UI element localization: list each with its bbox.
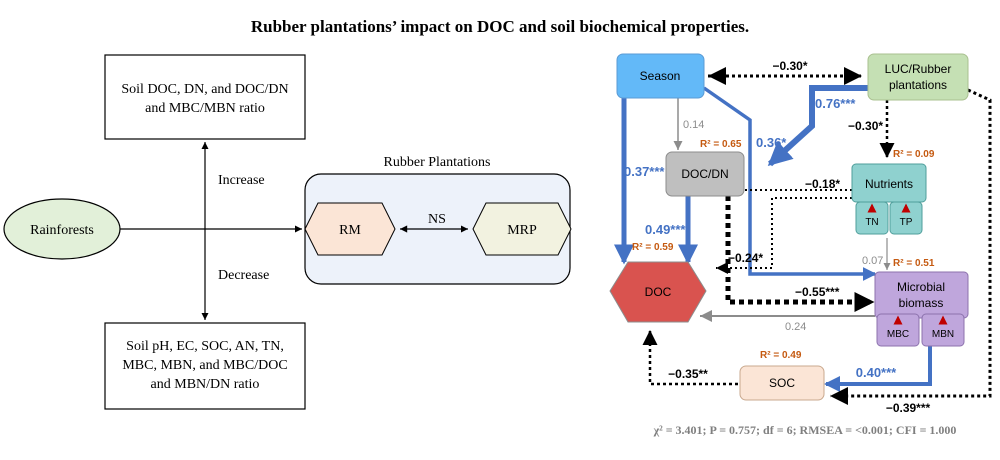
mbn-label: MBN [932,329,954,340]
coef-soc-doc: −0.35** [668,367,708,381]
rm-label: RM [339,223,361,238]
increase-box-line-2: and MBC/MBN ratio [145,101,265,116]
path-nutrients-doc [716,197,852,274]
conceptual-panel: Soil DOC, DN, and DOC/DN and MBC/MBN rat… [3,54,572,410]
decrease-box-line-2: MBC, MBN, and MBC/DOC [122,358,287,373]
coef-season-microbial: 0.36* [756,135,787,150]
microbial-label-line-1: Microbial [897,280,945,294]
microbial-label-line-2: biomass [899,296,944,310]
luc-label-line-2: plantations [889,78,947,92]
ns-label: NS [428,212,446,227]
coef-microbial-soc: 0.40*** [856,365,897,380]
coef-docdn-doc: 0.49*** [645,222,686,237]
luc-node [867,53,969,101]
coef-luc-nutrients: −0.30* [848,119,883,133]
decrease-box [104,322,306,410]
season-label: Season [640,69,681,83]
docdn-node [665,151,745,197]
coef-season-luc: −0.30* [772,59,807,73]
coef-luc-soc: −0.39*** [886,401,931,415]
doc-node [609,261,707,323]
docdn-label: DOC/DN [681,167,728,181]
r2-doc-dn: R² = 0.65 [700,139,742,150]
tn-label: TN [865,217,878,228]
coef-nutrients-docdn: −0.18* [805,177,840,191]
coef-season-doc: 0.37*** [624,164,665,179]
tp-label: TP [900,217,913,228]
decrease-box-line-3: and MBN/DN ratio [151,377,260,392]
rm-hexagon [304,202,396,256]
figure-title: Rubber plantations’ impact on DOC and so… [251,17,749,36]
coef-microbial-doc: 0.24 [785,321,806,333]
soc-node [739,365,825,401]
doc-label: DOC [645,285,672,299]
nutrients-node [851,163,927,203]
r2-microbial: R² = 0.51 [893,258,935,269]
path-season-microbial [703,86,877,281]
r2-nutrients: R² = 0.09 [893,149,935,160]
mbn-subnode [921,313,965,347]
microbial-node [874,271,969,319]
season-node [616,53,705,99]
decrease-box-line-1: Soil pH, EC, SOC, AN, TN, [126,339,284,354]
r2-soc: R² = 0.49 [760,350,802,361]
soc-label: SOC [769,376,795,390]
increase-label: Increase [218,173,265,188]
tp-subnode [889,201,923,235]
coef-season-docdn: 0.14 [683,119,704,131]
nutrients-label: Nutrients [865,177,913,191]
sem-panel: −0.30* 0.76*** −0.30* 0.14 0.36* 0.37***… [609,53,992,437]
coef-docdn-microbial: −0.55*** [795,285,840,299]
increase-box [104,54,306,140]
rubber-plantations-label: Rubber Plantations [384,155,491,170]
coef-luc-docdn: 0.76*** [815,96,856,111]
mrp-hexagon [472,202,572,256]
tn-subnode [855,201,889,235]
mbc-label: MBC [887,329,909,340]
path-microbial-soc [824,346,932,392]
increase-box-line-1: Soil DOC, DN, and DOC/DN [121,82,288,97]
rainforests-label: Rainforests [30,223,94,238]
r2-doc: R² = 0.59 [632,242,674,253]
mbc-subnode [876,313,920,347]
decrease-label: Decrease [218,268,269,283]
path-docdn-microbial [725,196,875,312]
luc-label-line-1: LUC/Rubber [885,62,952,76]
coef-nutrients-microbial: 0.07 [862,255,883,267]
path-luc-docdn [767,85,868,167]
model-fit-statistics: χ² = 3.401; P = 0.757; df = 6; RMSEA = <… [653,423,957,437]
coef-nutrients-doc: −0.24* [728,251,763,265]
path-luc-soc [830,88,992,405]
mrp-label: MRP [507,223,537,238]
